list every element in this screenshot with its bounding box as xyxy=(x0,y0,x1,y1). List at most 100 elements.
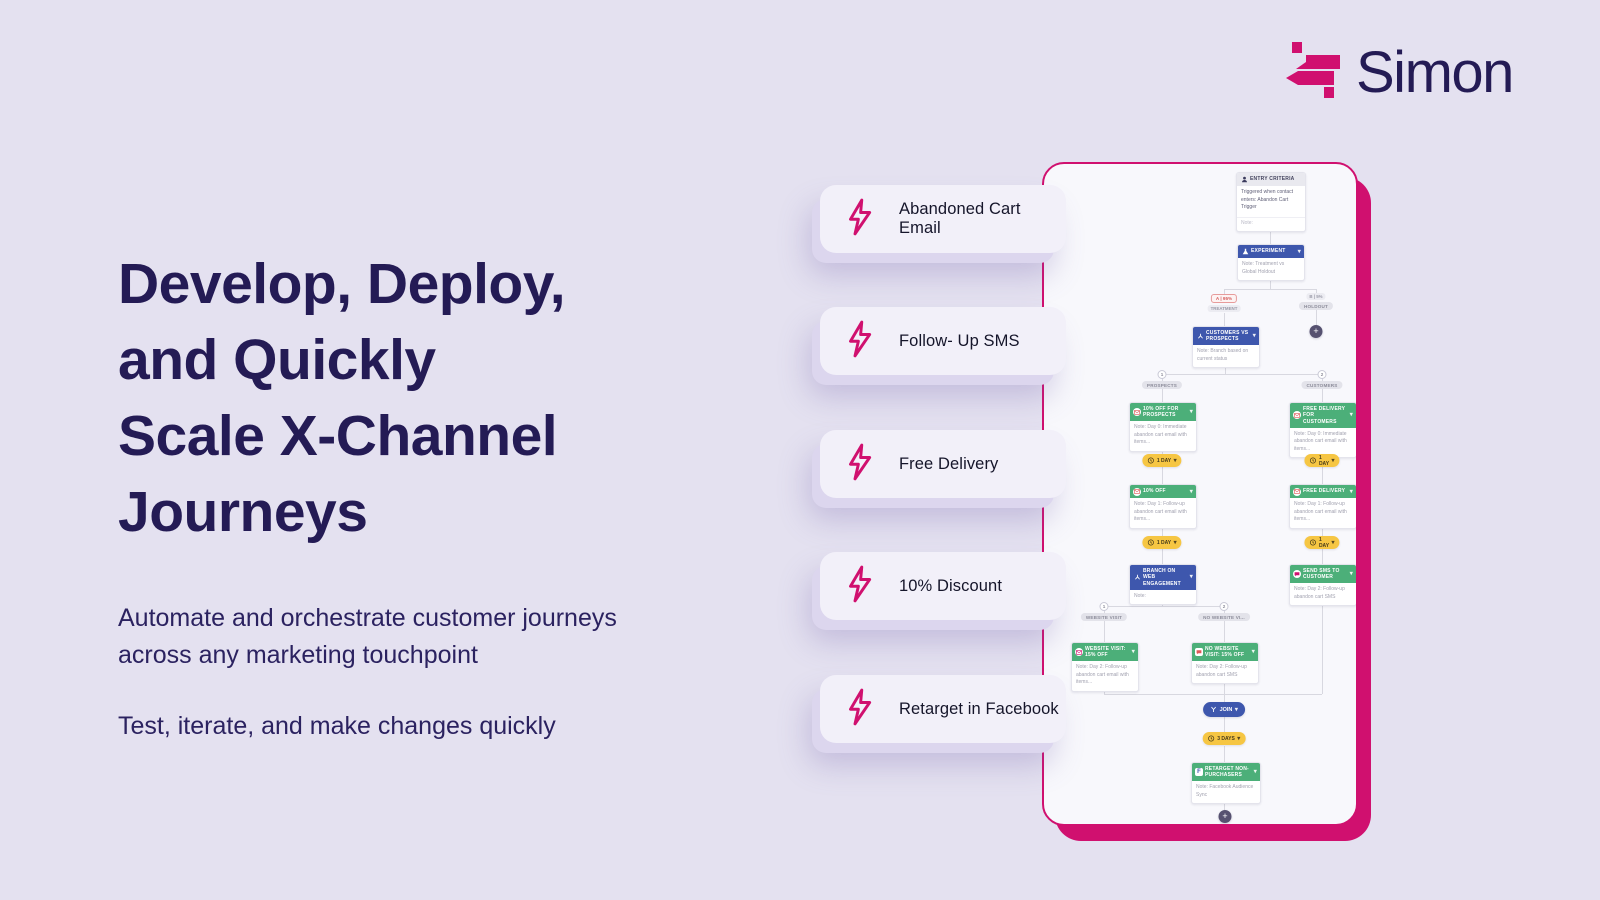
add-step-button[interactable]: + xyxy=(1309,325,1323,338)
flow-node-entry-criteria[interactable]: ENTRY CRITERIA Triggered when contact en… xyxy=(1236,172,1306,232)
connector-line xyxy=(1224,694,1225,702)
lightning-icon xyxy=(846,565,873,608)
email-icon xyxy=(1133,408,1141,416)
journey-flowchart-panel: ENTRY CRITERIA Triggered when contact en… xyxy=(1042,162,1358,826)
feature-card-follow-up-sms[interactable]: Follow- Up SMS xyxy=(820,307,1066,375)
clock-icon xyxy=(1147,457,1154,464)
flow-node-website-visit-15-off[interactable]: WEBSITE VISIT: 15% OFF Note: Day 2: Foll… xyxy=(1071,642,1139,692)
feature-card-free-delivery[interactable]: Free Delivery xyxy=(820,430,1066,498)
title-line-4: Journeys xyxy=(118,480,368,544)
flow-node-10-off-for-prospects[interactable]: 10% OFF FOR PROSPECTS Note: Day 0: Immed… xyxy=(1129,402,1197,452)
node-title: FREE DELIVERY xyxy=(1303,488,1346,495)
chevron-down-icon xyxy=(1350,412,1353,418)
flow-node-free-delivery-for-customers[interactable]: FREE DELIVERY FOR CUSTOMERS Note: Day 0:… xyxy=(1289,402,1356,458)
node-title: RETARGET NON-PURCHASERS xyxy=(1205,765,1249,779)
wait-pill-1-day[interactable]: 1 DAY xyxy=(1142,536,1182,549)
flow-node-free-delivery[interactable]: FREE DELIVERY Note: Day 1: Follow-up aba… xyxy=(1289,484,1356,529)
node-title: EXPERIMENT xyxy=(1251,248,1286,255)
connector-line xyxy=(1104,606,1224,607)
branch-number: 1 xyxy=(1157,370,1167,379)
experiment-split-a-badge: A | 95% xyxy=(1210,294,1238,303)
connector-line xyxy=(1224,746,1225,762)
feature-label: Retarget in Facebook xyxy=(899,699,1059,718)
chevron-down-icon xyxy=(1252,649,1255,655)
brand-logo: Simon xyxy=(1286,39,1514,105)
connector-line xyxy=(1224,289,1316,290)
node-note: Note: Day 1: Follow-up abandon cart emai… xyxy=(1134,501,1187,522)
add-step-button[interactable]: + xyxy=(1218,810,1232,823)
wait-pill-3-days[interactable]: 3 DAYS xyxy=(1202,732,1246,745)
node-note: Note: Day 2: Follow-up abandon cart emai… xyxy=(1076,664,1129,685)
wait-label: 1 DAY xyxy=(1318,454,1330,467)
flow-node-customers-vs-prospects[interactable]: CUSTOMERS VS PROSPECTS Note: Branch base… xyxy=(1192,326,1260,368)
node-title: ENTRY CRITERIA xyxy=(1250,176,1295,183)
chevron-down-icon xyxy=(1298,249,1301,255)
flow-node-retarget-non-purchasers[interactable]: f RETARGET NON-PURCHASERS Note: Facebook… xyxy=(1191,762,1261,804)
wait-pill-1-day[interactable]: 1 DAY xyxy=(1142,454,1182,467)
feature-card-abandoned-cart-email[interactable]: Abandoned Cart Email xyxy=(820,185,1066,253)
email-icon xyxy=(1293,487,1301,496)
title-line-1: Develop, Deploy, xyxy=(118,252,566,316)
join-label: JOIN xyxy=(1219,706,1233,713)
connector-line xyxy=(1225,366,1226,374)
email-icon xyxy=(1293,411,1301,420)
flow-node-10-off[interactable]: 10% OFF Note: Day 1: Follow-up abandon c… xyxy=(1129,484,1197,529)
node-note: Note: Treatment vs Global Holdout xyxy=(1242,261,1285,275)
chevron-down-icon xyxy=(1350,571,1353,577)
node-note: Note: xyxy=(1237,216,1305,232)
flow-node-no-website-visit-15-off[interactable]: NO WEBSITE VISIT: 15% OFF Note: Day 2: F… xyxy=(1191,642,1259,684)
feature-label: Free Delivery xyxy=(899,454,999,473)
no-website-branch-label: NO WEBSITE VI... xyxy=(1198,613,1250,621)
wait-pill-1-day[interactable]: 1 DAY xyxy=(1304,454,1340,467)
prospects-branch-label: PROSPECTS xyxy=(1141,381,1183,389)
node-body: Triggered when contact enters: Abandon C… xyxy=(1241,189,1294,210)
journey-canvas: ENTRY CRITERIA Triggered when contact en… xyxy=(1042,162,1371,841)
connector-line xyxy=(1224,289,1225,296)
chevron-down-icon xyxy=(1332,458,1335,464)
branch-number: 2 xyxy=(1219,602,1229,611)
chevron-down-icon xyxy=(1254,769,1257,775)
clock-icon xyxy=(1309,539,1316,546)
merge-icon xyxy=(1210,706,1217,713)
chevron-down-icon xyxy=(1332,540,1335,546)
chevron-down-icon xyxy=(1190,489,1193,495)
clock-icon xyxy=(1208,735,1215,742)
chevron-down-icon xyxy=(1350,489,1353,495)
chevron-down-icon xyxy=(1174,540,1177,546)
node-note: Note: Day 2: Follow-up abandon cart SMS xyxy=(1294,586,1345,600)
wait-label: 1 DAY xyxy=(1156,539,1172,546)
node-note: Note: Day 0: Immediate abandon cart emai… xyxy=(1294,430,1347,452)
title-line-2: and Quickly xyxy=(118,328,436,392)
connector-line xyxy=(1322,549,1323,564)
email-icon xyxy=(1133,487,1141,496)
branch-icon xyxy=(1196,332,1204,340)
flow-node-experiment[interactable]: EXPERIMENT Note: Treatment vs Global Hol… xyxy=(1237,244,1305,281)
node-title: FREE DELIVERY FOR CUSTOMERS xyxy=(1303,405,1346,425)
node-title: 10% OFF xyxy=(1143,488,1166,495)
node-note: Note: Day 1: Follow-up abandon cart emai… xyxy=(1294,501,1347,522)
node-note: Note: Branch based on current status xyxy=(1197,348,1249,362)
branch-icon xyxy=(1133,573,1141,581)
title-line-3: Scale X-Channel xyxy=(118,404,558,468)
feature-card-retarget-facebook[interactable]: Retarget in Facebook xyxy=(820,675,1066,743)
node-note: Note: Facebook Audience Sync xyxy=(1196,784,1254,798)
lightning-icon xyxy=(846,320,873,363)
page-title: Develop, Deploy, and Quickly Scale X-Cha… xyxy=(118,246,718,550)
feature-card-10-discount[interactable]: 10% Discount xyxy=(820,552,1066,620)
feature-label: 10% Discount xyxy=(899,576,1003,595)
node-title: NO WEBSITE VISIT: 15% OFF xyxy=(1205,645,1245,659)
chevron-down-icon xyxy=(1174,458,1177,464)
branch-number: 1 xyxy=(1099,602,1109,611)
flow-node-send-sms-to-customer[interactable]: SEND SMS TO CUSTOMER Note: Day 2: Follow… xyxy=(1289,564,1356,606)
flow-node-branch-on-web-engagement[interactable]: BRANCH ON WEB ENGAGEMENT Note: xyxy=(1129,564,1197,605)
wait-pill-1-day[interactable]: 1 DAY xyxy=(1304,536,1340,549)
hero-subtitle: Automate and orchestrate customer journe… xyxy=(118,604,617,669)
connector-line xyxy=(1322,467,1323,484)
wait-label: 1 DAY xyxy=(1156,457,1172,464)
connector-line xyxy=(1162,549,1163,564)
join-pill[interactable]: JOIN xyxy=(1203,702,1245,717)
chevron-down-icon xyxy=(1190,409,1193,415)
brand-wordmark: Simon xyxy=(1356,39,1514,105)
chevron-down-icon xyxy=(1235,707,1238,713)
email-icon xyxy=(1075,648,1083,656)
